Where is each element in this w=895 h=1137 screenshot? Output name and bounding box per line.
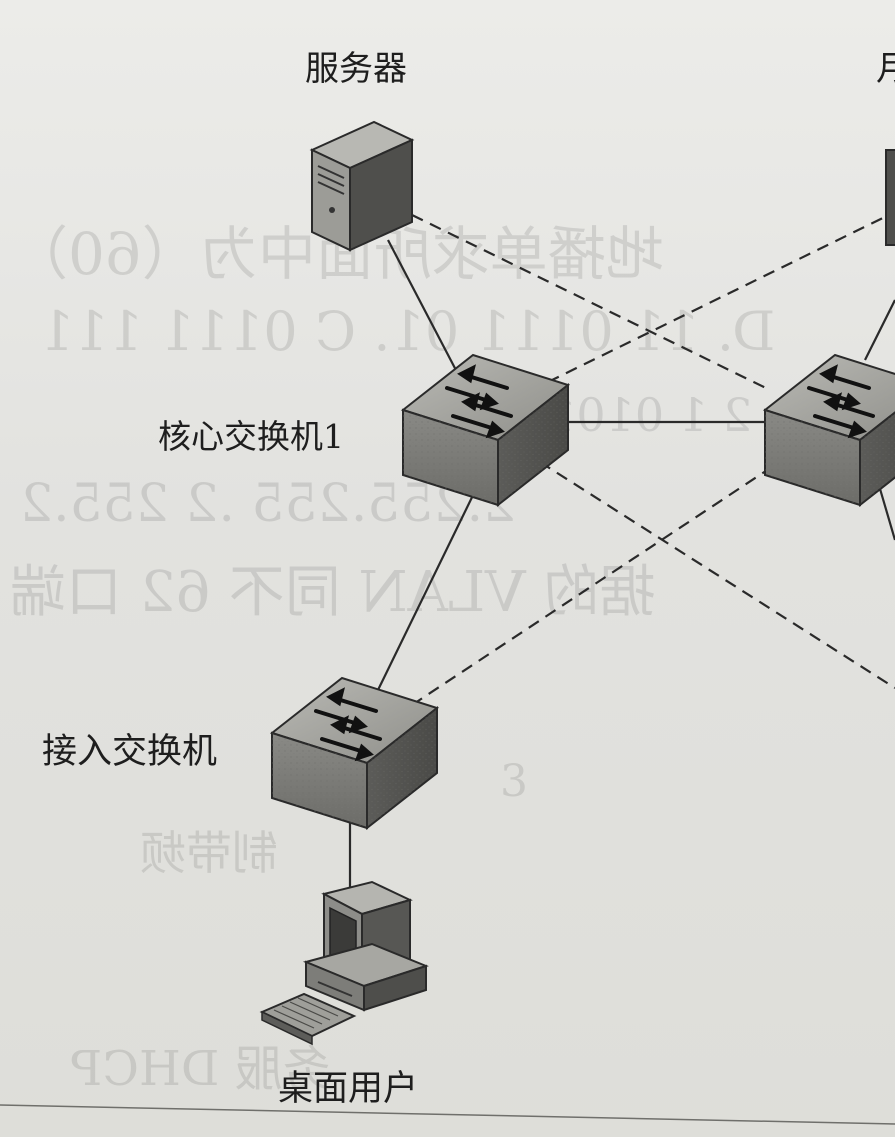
dashed-server-core2 — [411, 214, 771, 391]
link-server-core1 — [387, 239, 459, 375]
link-core2-server2 — [864, 299, 895, 361]
label-server-left: 服务器 — [305, 49, 407, 89]
link-core2-down — [876, 481, 895, 541]
page-edge-line — [0, 1104, 895, 1125]
network-switch-icon-access — [270, 676, 439, 830]
link-core1-access — [377, 484, 479, 691]
label-core-switch-1: 核心交换机1 — [158, 417, 344, 456]
dashed-links — [411, 211, 895, 706]
network-switch-icon-core2 — [763, 353, 895, 507]
label-access-switch: 接入交换机 — [42, 732, 218, 772]
network-switch-icon-core1 — [401, 353, 570, 507]
server-tower-icon — [311, 121, 413, 251]
bleed-through-text-6: 3 — [500, 756, 528, 807]
dashed-core1-server2 — [547, 211, 895, 383]
label-desktop-user: 桌面用户 — [278, 1069, 419, 1109]
dashed-core1-right — [539, 461, 895, 689]
server-tower-icon-right — [885, 149, 895, 246]
solid-links — [348, 239, 895, 888]
desktop-computer-icon — [259, 880, 429, 1046]
label-server-right: 月 — [876, 49, 895, 89]
dashed-access-core2 — [411, 454, 791, 706]
